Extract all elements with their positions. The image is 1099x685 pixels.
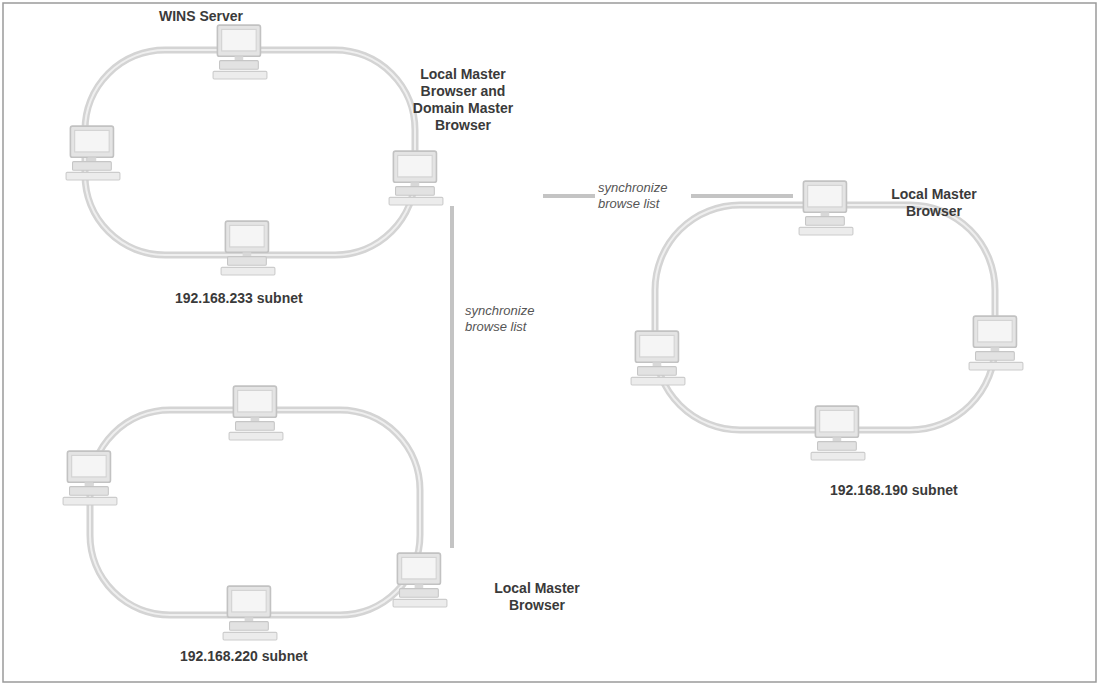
computer-node: Local Master Browser and Domain Master B… [383, 64, 543, 206]
node-label: WINS Server [159, 8, 243, 25]
subnet-label: 192.168.220 subnet [180, 648, 308, 665]
subnet-rings [85, 50, 995, 615]
node-label: Local Master Browser and Domain Master B… [403, 66, 523, 134]
frame-border [3, 3, 1096, 682]
node-label: Local Master Browser [486, 580, 588, 614]
computer-node: Local Master Browser [793, 178, 1008, 232]
computer-node: WINS Server [155, 6, 275, 80]
subnet-label: 192.168.233 subnet [175, 290, 303, 307]
subnet-label: 192.168.190 subnet [830, 482, 958, 499]
connector-label: synchronize browse list [462, 302, 558, 336]
connector-label: synchronize browse list [595, 179, 691, 213]
sync-connector [450, 206, 454, 548]
computer-node: Local Master Browser [388, 548, 603, 618]
node-label: Local Master Browser [883, 186, 985, 220]
computer-icons [63, 25, 1023, 640]
